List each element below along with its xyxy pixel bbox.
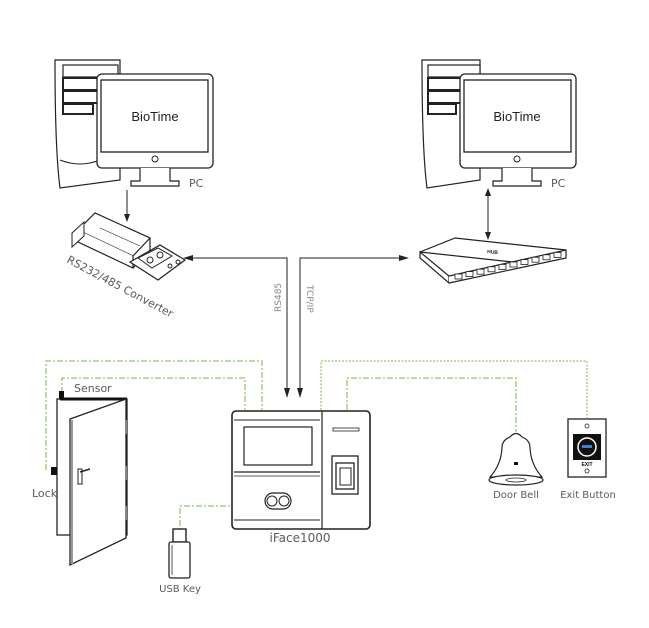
tcpip-link — [297, 255, 409, 398]
usb-wire — [179, 505, 232, 538]
hub-port — [542, 254, 551, 261]
usb-key-label: USB Key — [159, 584, 201, 595]
card-slot — [332, 427, 360, 432]
usb-key-icon — [168, 528, 191, 579]
camera-icon — [264, 492, 292, 510]
exit-panel-text: EXIT — [581, 462, 592, 468]
exit-button-label: Exit Button — [560, 490, 616, 501]
lock-icon — [51, 467, 57, 475]
sensor-wire — [61, 377, 246, 410]
hub-port — [520, 259, 529, 266]
lock-label: Lock — [32, 487, 58, 500]
sensor-icon — [59, 391, 64, 399]
tcpip-label: TCP/IP — [304, 284, 314, 313]
rs485-link — [183, 255, 290, 398]
pc-right-to-hub-arrow — [485, 188, 491, 240]
monitor-icon — [459, 73, 577, 187]
door-bell-icon — [488, 432, 544, 486]
pc-right: BioTime PC — [421, 59, 577, 190]
hub-port — [509, 261, 518, 268]
hub-port — [531, 256, 540, 263]
door-icon — [56, 397, 128, 567]
pc-left: BioTime PC — [54, 59, 214, 190]
door-bell-wire — [346, 377, 517, 432]
monitor-icon — [96, 73, 214, 187]
hub-port — [476, 268, 485, 275]
door-bell-label: Door Bell — [493, 490, 539, 501]
door-handle-icon — [77, 468, 91, 485]
hub-ports — [454, 251, 562, 280]
exit-button-icon: EXIT — [567, 418, 607, 478]
hub-label: HUB — [487, 249, 499, 256]
hub-port — [487, 266, 496, 273]
hub-port — [454, 273, 463, 280]
hub-icon: HUB — [419, 237, 567, 285]
pc-left-screen-text: BioTime — [131, 109, 178, 124]
exit-button-wire — [320, 360, 588, 418]
iface-device-icon — [231, 410, 371, 530]
hub-port — [498, 263, 507, 270]
hub-port — [553, 251, 562, 258]
pc-right-screen-text: BioTime — [493, 109, 540, 124]
hub-port — [465, 271, 474, 278]
pc-left-label: PC — [189, 177, 204, 190]
sensor-label: Sensor — [74, 382, 112, 395]
fingerprint-sensor-icon — [331, 455, 359, 495]
converter-icon — [71, 212, 187, 281]
device-screen — [243, 426, 313, 466]
rs485-label: RS485 — [274, 283, 284, 312]
pc-left-to-converter-arrow — [124, 190, 130, 222]
device-label: iFace1000 — [269, 531, 330, 545]
lock-wire — [45, 360, 263, 470]
pc-right-label: PC — [551, 177, 566, 190]
